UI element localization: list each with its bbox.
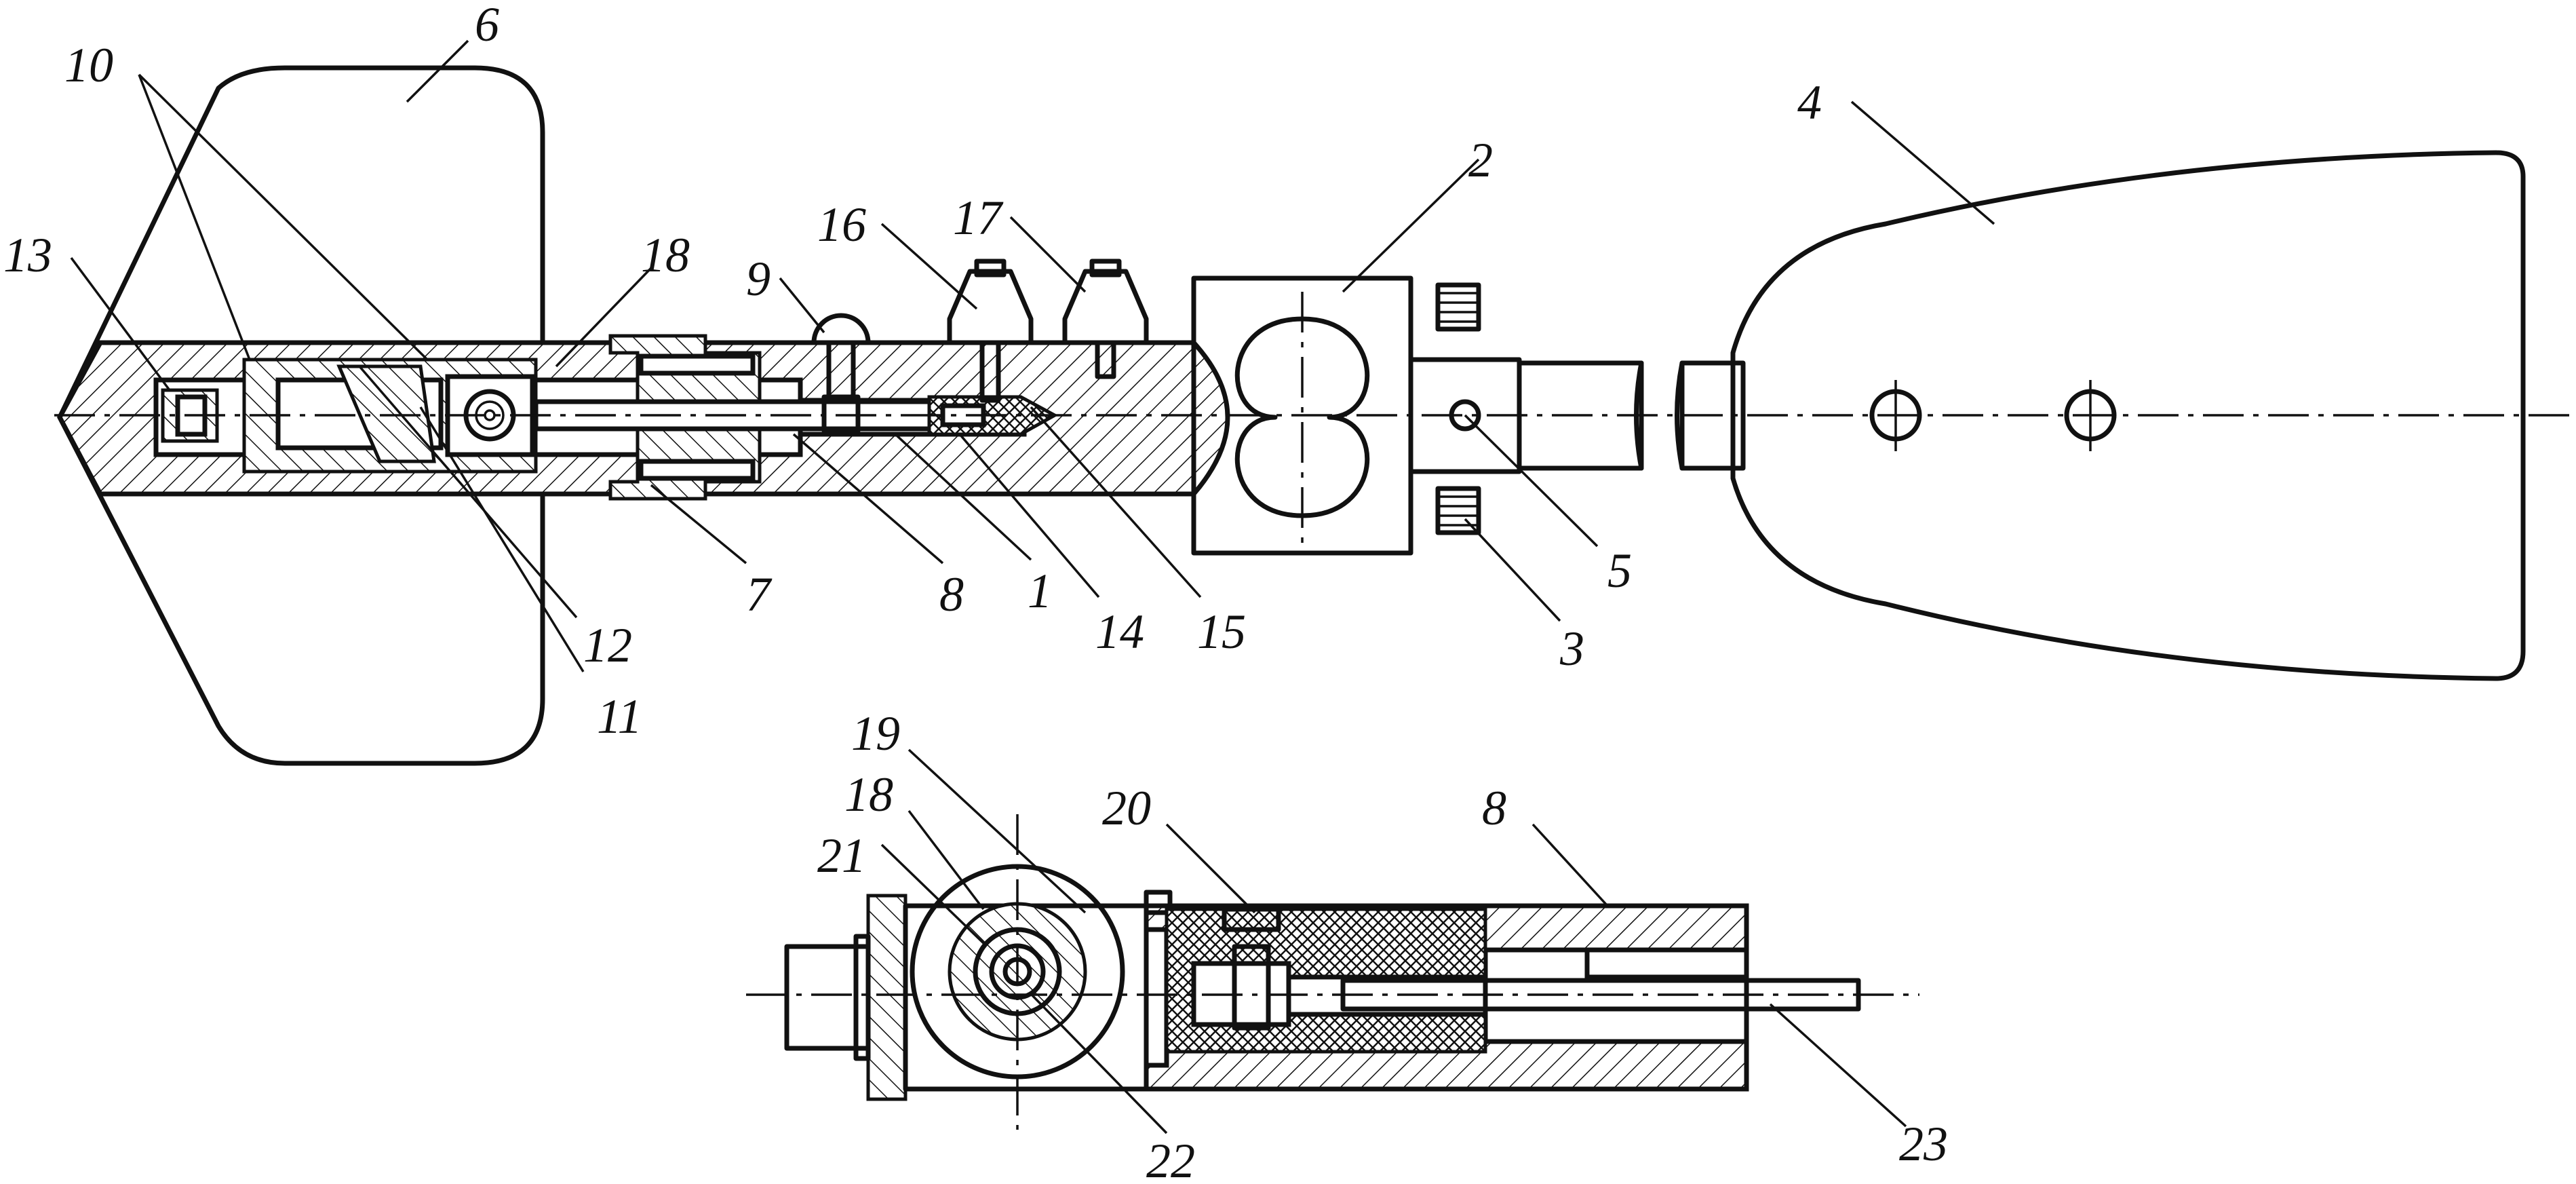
nozzle-part-17 — [1062, 269, 1149, 345]
label-16: 16 — [817, 197, 866, 252]
label-1: 1 — [1028, 564, 1052, 618]
label-12: 12 — [583, 618, 632, 672]
label-19: 19 — [851, 706, 900, 761]
label-6: 6 — [475, 0, 499, 52]
coupling-slot-bottom — [638, 459, 756, 481]
label-9: 9 — [746, 252, 770, 306]
coupling-slot-top — [638, 354, 756, 376]
lower-flange — [866, 894, 908, 1101]
label-5: 5 — [1607, 543, 1632, 598]
knurl-top — [1438, 292, 1479, 323]
label-23: 23 — [1899, 1117, 1948, 1171]
label-4: 4 — [1797, 75, 1822, 130]
label-10: 10 — [64, 38, 113, 92]
nozzle-17-stem — [1095, 340, 1116, 379]
nozzle-16-cap — [974, 259, 1007, 278]
clamp-bore — [1234, 316, 1370, 518]
label-8b: 8 — [1482, 781, 1506, 835]
screw-20-head — [1222, 906, 1281, 932]
fin-part-6 — [57, 65, 545, 766]
nozzle-16-stem — [979, 340, 1001, 403]
label-13: 13 — [3, 228, 52, 282]
label-18: 18 — [641, 228, 690, 282]
label-15: 15 — [1197, 605, 1246, 659]
label-7: 7 — [746, 567, 773, 622]
screw-part-9 — [811, 313, 871, 345]
nozzle-part-16 — [947, 269, 1034, 345]
label-2: 2 — [1468, 133, 1493, 187]
label-17: 17 — [953, 191, 1004, 245]
label-11: 11 — [597, 689, 642, 744]
lower-tube-stop — [1144, 890, 1173, 915]
part-labels: 10 6 13 18 9 16 17 2 4 5 3 7 8 1 14 15 1… — [3, 0, 1948, 1184]
label-21: 21 — [817, 828, 866, 883]
label-18b: 18 — [844, 767, 893, 822]
screw-part-20 — [1232, 944, 1271, 1031]
label-22: 22 — [1146, 1134, 1195, 1184]
knurled-screw-part-3 — [1435, 486, 1481, 535]
label-20: 20 — [1102, 781, 1151, 835]
label-14: 14 — [1095, 605, 1144, 659]
knurl-bottom — [1438, 495, 1479, 527]
screw-9-nut — [821, 394, 861, 434]
rod-guide — [1584, 947, 1749, 980]
lower-view — [746, 814, 1919, 1130]
knurled-screw-top — [1435, 282, 1481, 332]
lower-flange-hub — [853, 934, 871, 1061]
label-8: 8 — [939, 567, 964, 622]
insert-part-11 — [336, 364, 436, 463]
leader-lines — [70, 39, 1995, 1134]
label-3: 3 — [1559, 622, 1584, 676]
nozzle-17-cap — [1089, 259, 1122, 278]
handle-part-4 — [1730, 150, 2526, 681]
upper-view — [54, 65, 2571, 766]
